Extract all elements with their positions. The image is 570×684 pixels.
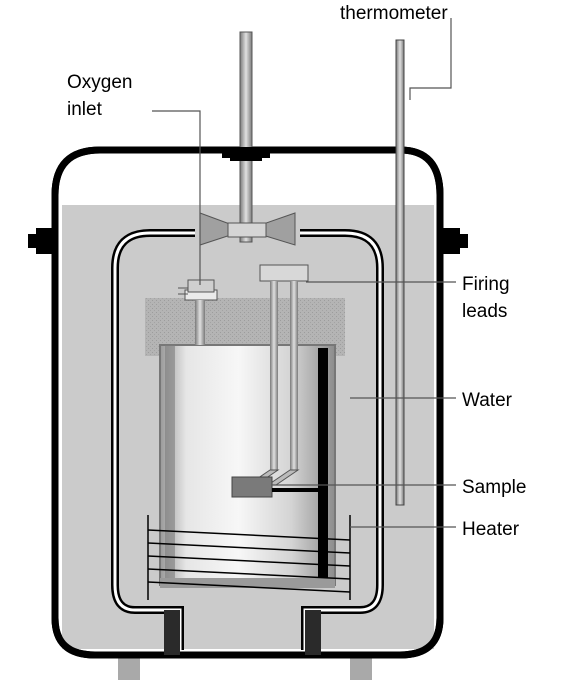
label-sample: Sample [462,477,526,498]
stirrer [199,31,296,246]
label-thermometer: thermometer [340,3,448,24]
leader-lines [152,18,456,528]
label-firing-line2: leads [462,301,507,322]
label-firing-line1: Firing [462,274,510,295]
label-oxygen-line2: inlet [67,99,103,120]
sample-cup [231,350,322,498]
label-heater: Heater [462,519,520,540]
oxygen-inlet-valve [178,279,218,345]
heater-coils [147,515,351,600]
label-oxygen-line1: Oxygen [67,72,132,93]
label-water: Water [462,390,513,411]
thermometer [395,39,405,506]
side-handles [28,228,468,254]
inner-wall [111,229,384,655]
calorimeter-feet [118,655,372,680]
